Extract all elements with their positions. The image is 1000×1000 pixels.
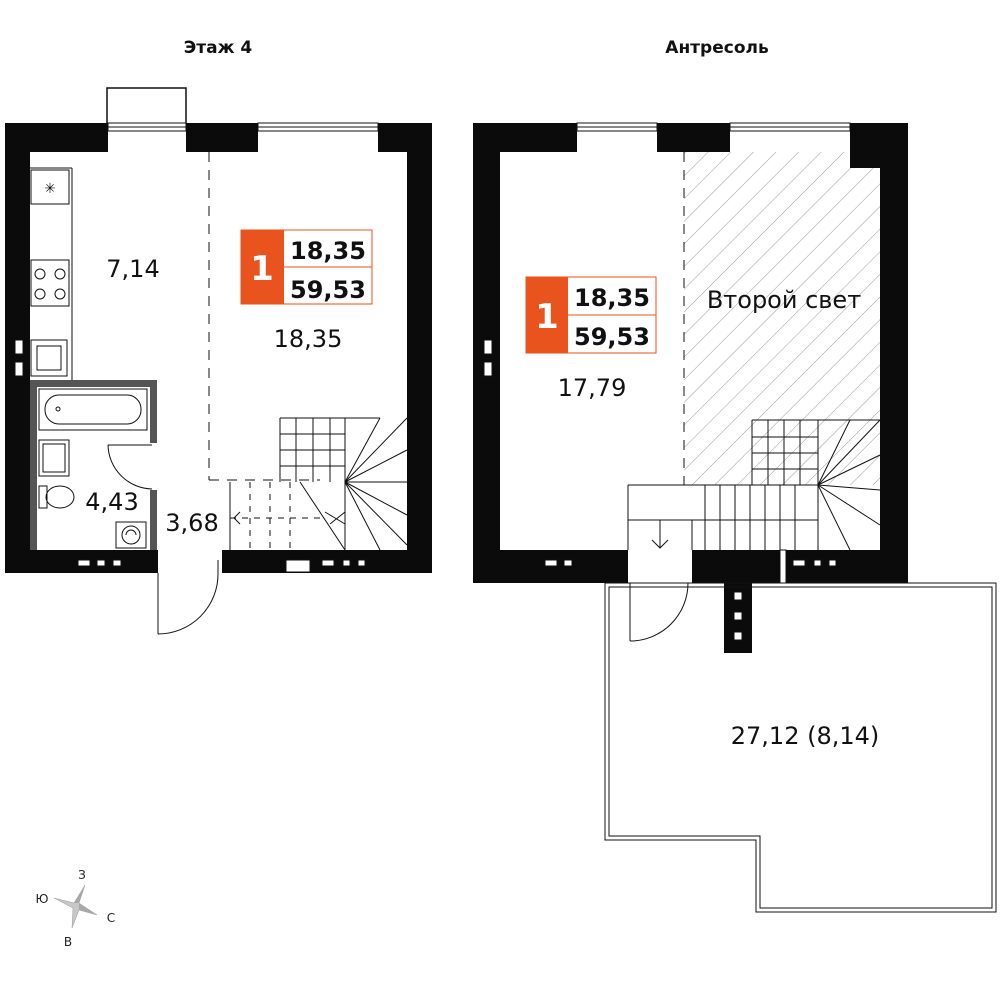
hall-area: 3,68 — [165, 509, 218, 537]
terrace-outline — [604, 582, 997, 913]
compass-south: В — [64, 935, 72, 949]
compass-north: З — [78, 868, 86, 882]
floor-4-title: Этаж 4 — [184, 38, 253, 58]
terrace-area: 27,12 (8,14) — [731, 722, 880, 750]
terrace-door — [629, 582, 689, 642]
zone-dividers — [208, 152, 320, 481]
badge-rooms: 1 — [250, 249, 274, 289]
mezzanine-title: Антресоль — [665, 38, 768, 58]
mezzanine-badge-living-area: 18,35 — [574, 284, 650, 312]
terrace-outline-inner — [608, 586, 993, 909]
mezzanine-badge-total-area: 59,53 — [574, 323, 650, 351]
mezzanine-badge-rooms-bg — [526, 277, 568, 353]
kitchen-area: 7,14 — [106, 255, 159, 283]
bathroom-fixtures — [38, 388, 153, 549]
bathroom-area: 4,43 — [85, 488, 138, 516]
mezzanine-area: 17,79 — [558, 374, 627, 402]
compass-west: Ю — [36, 892, 49, 906]
badge-total-area: 59,53 — [290, 276, 366, 304]
entrance-door — [157, 560, 219, 635]
mezzanine-staircase — [627, 419, 881, 551]
kitchen-counter — [30, 167, 73, 380]
bathroom-walls — [30, 380, 157, 550]
badge-rooms-bg — [241, 230, 284, 304]
mezzanine-badge: 1 18,35 59,53 — [525, 276, 657, 354]
floor-4-plan: Этаж 4 — [5, 38, 432, 635]
snowflake-icon: ✳ — [44, 181, 56, 197]
mezzanine-windows — [483, 122, 851, 641]
compass-east: С — [107, 911, 115, 925]
compass: З Ю С В — [36, 868, 116, 949]
staircase — [229, 417, 408, 551]
outer-walls — [5, 123, 432, 573]
mezzanine-walls — [473, 123, 908, 653]
compass-star-icon — [53, 884, 98, 929]
living-area-floor4: 18,35 — [274, 325, 343, 353]
badge-living-area: 18,35 — [290, 237, 366, 265]
mezzanine-plan: Антресоль — [473, 38, 997, 913]
balcony-box — [106, 87, 187, 125]
apartment-badge: 1 18,35 59,53 — [240, 229, 373, 305]
second-light-zone — [684, 152, 880, 485]
second-light-label: Второй свет — [707, 286, 861, 314]
windows — [14, 122, 379, 573]
mezzanine-badge-rooms: 1 — [535, 297, 559, 337]
